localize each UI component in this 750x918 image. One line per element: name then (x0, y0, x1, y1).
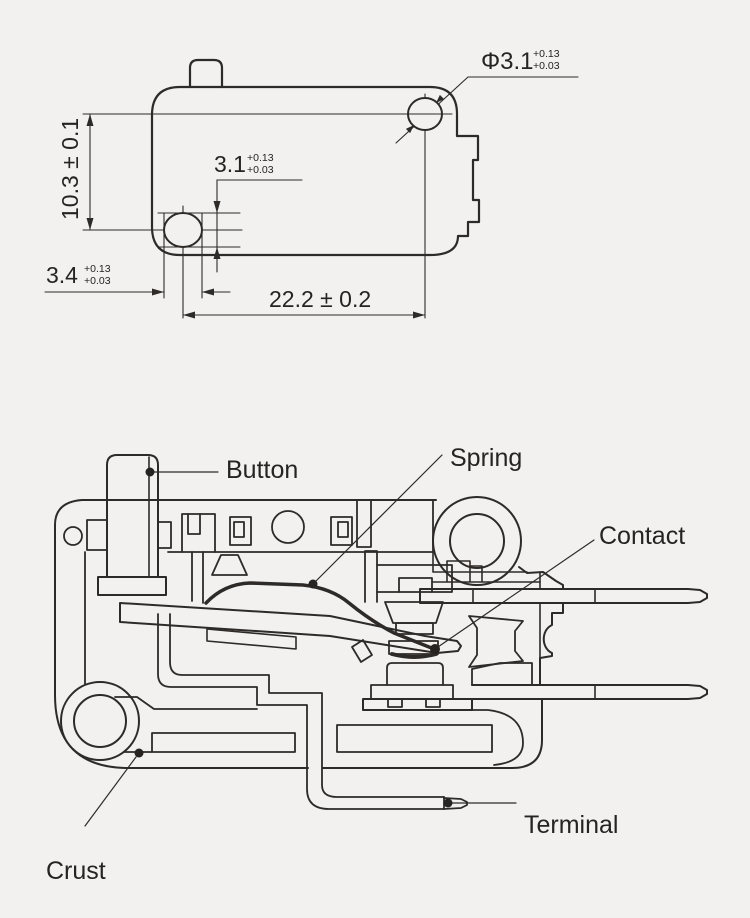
button-label: Button (226, 456, 298, 484)
button-callout-dot (145, 467, 155, 477)
spring-part (204, 581, 436, 651)
dimension-arrows (86, 94, 445, 319)
dim-hole-diameter-label: Φ3.1 (481, 48, 534, 75)
dim-hole-height-tol-upper: +0.13 (247, 152, 274, 164)
dim-hole-width-tol-upper: +0.13 (84, 263, 111, 275)
contact-callout-dot (430, 644, 440, 654)
dim-hole-height-tol-lower: +0.03 (247, 164, 274, 176)
button-part (97, 454, 167, 596)
bushing-ring-inner (449, 513, 505, 569)
terminal-pins (362, 551, 708, 711)
dim-hole-width-label: 3.4 (46, 262, 78, 288)
contact-label: Contact (599, 522, 685, 550)
case-ring-bottom-left-inner (73, 694, 127, 748)
dim-hole-width-tol-lower: +0.03 (84, 275, 111, 287)
dim-hole-spacing-label: 22.2 ± 0.2 (269, 286, 371, 312)
common-terminal-channel (114, 613, 468, 810)
terminal-callout-dot (443, 798, 453, 808)
switch-body-outline (150, 85, 481, 257)
case-hole-small (63, 526, 83, 546)
terminal-label: Terminal (524, 811, 618, 839)
spring-label: Spring (450, 444, 522, 472)
lever-blade (119, 602, 462, 663)
dim-hole-diameter-tol-lower: +0.03 (533, 60, 560, 72)
crust-callout-dot (134, 748, 144, 758)
callouts: Button Spring Contact Terminal Crust (46, 444, 685, 885)
dim-hole-diameter-tol-upper: +0.13 (533, 48, 560, 60)
left-wall-details (63, 519, 172, 551)
spring-callout-dot (308, 579, 318, 589)
bottom-interior (151, 709, 524, 766)
dim-hole-height-label: 3.1 (214, 151, 246, 177)
dim-body-height-label: 10.3 ± 0.1 (57, 118, 83, 220)
mounting-hole-bottom-left (163, 212, 203, 248)
cross-section-drawing: Button Spring Contact Terminal Crust (46, 444, 708, 885)
top-band (167, 499, 434, 604)
case-outline (54, 499, 564, 769)
extension-lines (44, 76, 579, 319)
dimension-drawing: 10.3 ± 0.1 3.1 +0.13 +0.03 3.4 +0.13 +0.… (44, 48, 579, 319)
case-ring-bottom-left-outer (60, 681, 140, 761)
top-view-button-bump (188, 58, 224, 89)
crust-label: Crust (46, 857, 106, 885)
